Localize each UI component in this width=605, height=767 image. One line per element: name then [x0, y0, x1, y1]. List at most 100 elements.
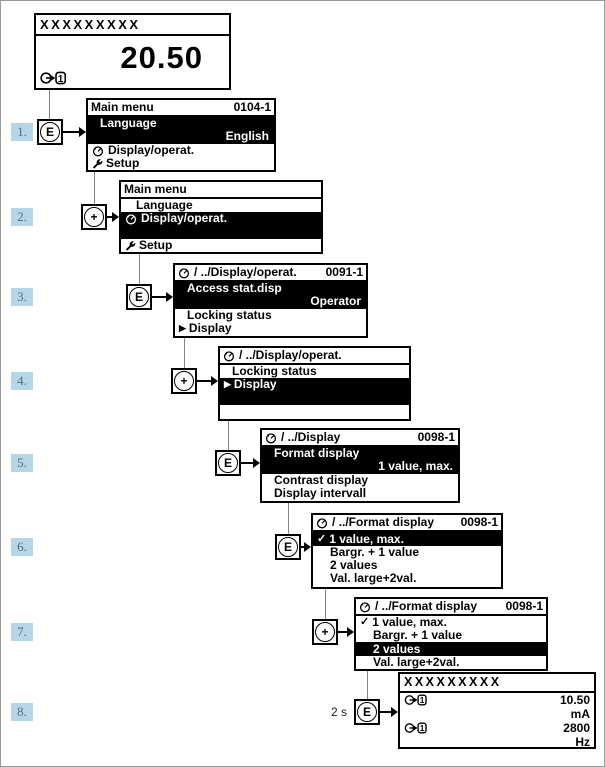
channel-number: 1	[420, 723, 425, 733]
output-unit: Hz	[575, 734, 590, 749]
connector-line	[367, 671, 368, 699]
menu-code: 0104-1	[233, 100, 271, 114]
option-label: 2 values	[373, 641, 421, 656]
channel-number: 1	[420, 695, 425, 705]
selected-menu-item: ▶ Display	[220, 378, 409, 405]
enter-key: E	[275, 534, 301, 560]
menu-title: Main menu	[124, 182, 187, 196]
option-label: 1 value, max.	[329, 531, 404, 546]
step-number-8: 8.	[11, 703, 33, 721]
operation-menu-icon	[316, 517, 329, 529]
display-title: XXXXXXXXX	[400, 674, 594, 693]
selected-parameter: Access stat.disp Operator	[175, 282, 366, 309]
menu-item-label: Locking status	[187, 308, 272, 322]
enter-key-label: E	[218, 453, 238, 473]
submenu-arrow-icon: ▶	[179, 323, 186, 333]
menu-code: 0091-1	[325, 265, 363, 279]
step-2-display: Main menu Language Display/operat. Setup	[119, 180, 323, 254]
plus-key-label: +	[315, 622, 335, 642]
enter-key: E	[126, 284, 152, 310]
connector-line	[288, 503, 289, 534]
selected-menu-item: Display/operat.	[121, 212, 321, 239]
output-channel-icon: 1	[40, 71, 66, 85]
menu-item-label: Display/operat.	[108, 143, 195, 157]
option-item: ✓ 1 value, max.	[356, 616, 546, 629]
selected-option: ✓ 1 value, max.	[313, 532, 501, 546]
menu-item: Display/operat.	[88, 144, 274, 157]
unit-row: mA	[400, 707, 594, 721]
enter-key-label: E	[40, 122, 60, 142]
menu-item-label: Setup	[106, 156, 140, 170]
option-label: 2 values	[330, 558, 378, 572]
output-value: 10.50	[559, 692, 590, 707]
value-row: 1 10.50	[400, 693, 594, 707]
enter-key-label: E	[129, 287, 149, 307]
operation-menu-icon	[223, 350, 236, 362]
option-label: Bargr. + 1 value	[373, 628, 463, 642]
output-unit: mA	[570, 706, 590, 721]
flow-arrow	[338, 627, 354, 637]
menu-item-label: Display intervall	[274, 486, 367, 500]
enter-key-label: E	[278, 537, 298, 557]
menu-item: ▶ Display	[175, 322, 366, 335]
menu-item-label: Language	[136, 198, 193, 212]
flow-arrow	[241, 458, 260, 468]
operation-menu-icon	[178, 267, 191, 279]
menu-path: / ../Display/operat.	[239, 348, 342, 362]
operation-menu-icon	[125, 213, 138, 225]
flow-arrow	[301, 542, 311, 552]
check-icon: ✓	[317, 532, 327, 545]
menu-item-label: Display/operat.	[141, 211, 228, 225]
wrench-icon	[125, 240, 136, 252]
menu-code: 0098-1	[460, 515, 498, 529]
operation-menu-icon	[359, 601, 372, 613]
measured-value: 20.50	[120, 40, 203, 75]
step-number-1: 1.	[11, 123, 33, 141]
menu-item: Setup	[121, 239, 321, 252]
step-4-display: / ../Display/operat. Locking status ▶ Di…	[218, 346, 411, 421]
step-number-3: 3.	[11, 288, 33, 306]
selected-parameter: Format display 1 value, max.	[262, 447, 458, 474]
enter-key-label: E	[357, 702, 377, 722]
step-number-7: 7.	[11, 623, 33, 641]
output-channel-icon: 1	[404, 722, 427, 734]
menu-path: / ../Display	[281, 430, 341, 444]
option-label: Val. large+2val.	[373, 655, 460, 669]
plus-key-label: +	[84, 207, 104, 227]
menu-code: 0098-1	[417, 430, 455, 444]
menu-path: / ../Display/operat.	[194, 265, 297, 279]
connector-line	[184, 338, 185, 368]
unit-row: Hz	[400, 735, 594, 749]
parameter-value: Operator	[310, 294, 361, 308]
hold-duration-label: 2 s	[330, 705, 347, 719]
step-number-5: 5.	[11, 454, 33, 472]
option-label: 1 value, max.	[372, 615, 447, 629]
option-label: Bargr. + 1 value	[330, 545, 420, 559]
start-display: XXXXXXXXX 20.50 1	[34, 13, 231, 90]
option-item: 2 values	[313, 559, 501, 572]
value-row: 1 2800	[400, 721, 594, 735]
display-title: XXXXXXXXX	[36, 15, 229, 36]
menu-item-label: Display	[188, 321, 232, 335]
option-item: Bargr. + 1 value	[313, 546, 501, 559]
menu-item-label: Setup	[139, 238, 173, 252]
plus-key: +	[312, 619, 338, 645]
menu-item: Locking status	[220, 365, 409, 378]
option-item: Bargr. + 1 value	[356, 629, 546, 642]
parameter-value: English	[225, 129, 269, 143]
flow-arrow	[380, 707, 398, 717]
step-3-display: / ../Display/operat. 0091-1 Access stat.…	[173, 263, 368, 338]
wrench-icon	[92, 158, 103, 170]
menu-item: Language	[121, 199, 321, 212]
menu-item-label: Contrast display	[274, 473, 369, 487]
flow-arrow	[63, 127, 86, 137]
plus-key: +	[171, 368, 197, 394]
connector-line	[139, 254, 140, 284]
step-number-6: 6.	[11, 538, 33, 556]
parameter-value: 1 value, max.	[378, 459, 453, 473]
step-5-display: / ../Display 0098-1 Format display 1 val…	[260, 428, 460, 503]
menu-item-label: Display	[233, 377, 277, 391]
selected-parameter: Language English	[88, 117, 274, 144]
connector-line	[325, 589, 326, 619]
